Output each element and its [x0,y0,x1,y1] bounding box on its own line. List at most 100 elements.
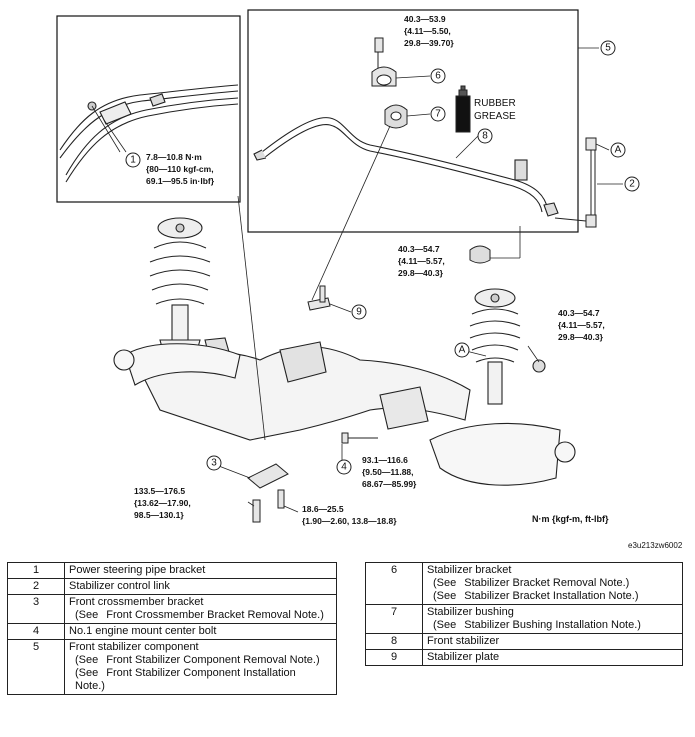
legend-item-note: (See Stabilizer Bushing Installation Note… [427,619,678,632]
svg-text:93.1—116.6: 93.1—116.6 [362,455,408,465]
legend-note-reference-link[interactable]: Stabilizer Bushing Installation Note.) [464,619,641,631]
rubber-grease-label-2: GREASE [474,111,516,122]
svg-text:29.8—40.3}: 29.8—40.3} [558,332,604,342]
legend-item-description: Front crossmember bracket(See Front Cross… [64,594,337,624]
legend-note-see: (See [433,619,457,631]
stabilizer-bushing-part [384,104,408,129]
callout-4 [336,459,352,475]
legend-item-title: Stabilizer plate [427,651,500,663]
callout-5-text: 5 [605,43,611,54]
lower-control-arms [113,343,576,486]
svg-text:69.1—95.5 in·lbf}: 69.1—95.5 in·lbf} [146,176,215,186]
legend-item-title: Stabilizer bracket [427,564,512,576]
torque-spec-bushing: 40.3—54.7 {4.11—5.57, 29.8—40.3} [398,244,445,278]
legend-note-reference-link[interactable]: Front Stabilizer Component Removal Note.… [106,654,320,666]
torque-spec-link: 40.3—54.7 {4.11—5.57, 29.8—40.3} [558,308,605,342]
callout-4-text: 4 [341,462,347,473]
svg-text:40.3—53.9: 40.3—53.9 [404,14,446,24]
callout-1-text: 1 [130,155,136,166]
legend-item-description: Stabilizer bushing(See Stabilizer Bushing… [422,604,683,634]
callout-2-text: 2 [629,179,635,190]
legend-item-note: (See Stabilizer Bracket Removal Note.) [427,577,678,590]
right-strut-assembly [469,288,546,405]
torque-spec-6: 40.3—53.9 {4.11—5.50, 29.8—39.70} [404,14,454,48]
svg-text:40.3—54.7: 40.3—54.7 [398,244,440,254]
legend-item-description: No.1 engine mount center bolt [64,623,337,640]
legend-note-reference-link[interactable]: Front Stabilizer Component Installation … [75,667,296,692]
legend-item-number: 5 [7,639,65,695]
torque-spec-3b: 18.6—25.5 {1.90—2.60, 13.8—18.8} [302,504,397,526]
legend-item-description: Front stabilizer [422,633,683,650]
svg-text:{4.11—5.57,: {4.11—5.57, [398,256,445,266]
svg-text:{4.11—5.57,: {4.11—5.57, [558,320,605,330]
legend-item-title: Front stabilizer component [69,641,199,653]
image-code: e3u213zw6002 [628,541,683,550]
legend-item-number: 8 [365,633,423,650]
svg-text:40.3—54.7: 40.3—54.7 [558,308,600,318]
legend-item-number: 1 [7,562,65,579]
exploded-suspension-diagram: 1 5 6 7 8 A 2 9 A 3 4 RUBBER GREASE 7.8—… [56,9,683,550]
svg-text:{1.90—2.60, 13.8—18.8}: {1.90—2.60, 13.8—18.8} [302,516,397,526]
svg-text:7.8—10.8 N·m: 7.8—10.8 N·m [146,152,202,162]
torque-spec-3a: 133.5—176.5 {13.62—17.90, 98.5—130.1} [134,486,191,520]
callout-a-bottom [454,342,470,358]
legend-item-title: Stabilizer bushing [427,606,514,618]
callout-8-text: 8 [482,131,488,142]
legend-item-number: 3 [7,594,65,624]
rubber-grease-label-1: RUBBER [474,98,516,109]
legend-row: 9 Stabilizer plate [365,649,683,666]
callout-a-top [610,142,626,158]
legend-row: 8 Front stabilizer [365,633,683,650]
callout-8 [477,128,493,144]
legend-item-number: 6 [365,562,423,605]
legend-item-description: Stabilizer control link [64,578,337,595]
legend-item-number: 2 [7,578,65,595]
power-steering-pipes [59,84,239,183]
legend-item-title: No.1 engine mount center bolt [69,625,217,637]
svg-text:68.67—85.99}: 68.67—85.99} [362,479,417,489]
svg-text:{80—110 kgf-cm,: {80—110 kgf-cm, [146,164,214,174]
legend-row: 3 Front crossmember bracket(See Front Cros… [7,594,337,624]
legend-item-note: (See Front Stabilizer Component Removal N… [69,654,332,667]
svg-text:18.6—25.5: 18.6—25.5 [302,504,344,514]
legend-note-reference-link[interactable]: Front Crossmember Bracket Removal Note.) [106,609,324,621]
legend-item-title: Front crossmember bracket [69,596,204,608]
legend-item-title: Front stabilizer [427,635,500,647]
units-label: N·m {kgf-m, ft-lbf} [532,514,609,524]
rubber-grease-tube-icon [455,85,471,133]
svg-text:133.5—176.5: 133.5—176.5 [134,486,185,496]
legend-note-reference-link[interactable]: Stabilizer Bracket Removal Note.) [464,577,630,589]
legend-note-see: (See [75,609,99,621]
stabilizer-control-link-part [554,137,597,228]
callout-3-text: 3 [211,458,217,469]
inset-stabilizer-box [247,9,579,233]
stabilizer-bracket-part [371,37,397,87]
front-stabilizer-bar [253,117,559,217]
callout-a-top-text: A [615,145,622,156]
callout-3 [206,455,222,471]
callout-1 [125,152,141,168]
stabilizer-plate-part [307,285,331,311]
legend-note-see: (See [433,577,457,589]
legend-item-description: Stabilizer plate [422,649,683,666]
leader-lines [103,47,623,513]
svg-text:{4.11—5.50,: {4.11—5.50, [404,26,451,36]
legend-note-reference-link[interactable]: Stabilizer Bracket Installation Note.) [464,590,639,602]
legend-item-number: 9 [365,649,423,666]
svg-text:29.8—40.3}: 29.8—40.3} [398,268,444,278]
callout-9-text: 9 [356,307,362,318]
callout-7-text: 7 [435,109,441,120]
legend-item-title: Stabilizer control link [69,580,170,592]
legend-note-see: (See [75,654,99,666]
legend-row: 2 Stabilizer control link [7,578,337,595]
callout-markers [125,40,640,475]
